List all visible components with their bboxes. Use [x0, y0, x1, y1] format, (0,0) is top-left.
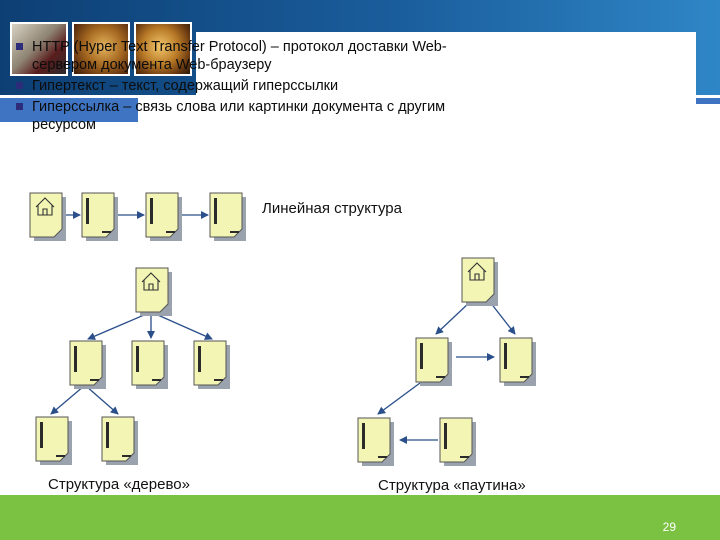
accent-block	[0, 98, 138, 122]
document-footer-line	[378, 456, 387, 458]
bullet-item: Гипертекст – текст, содержащий гиперссыл…	[14, 77, 490, 95]
document-node	[357, 417, 394, 466]
page-number: 29	[662, 520, 676, 534]
document-footer-line	[436, 376, 445, 378]
bullet-item: Гиперссылка – связь слова или картинки д…	[14, 98, 490, 134]
document-icon	[86, 198, 89, 224]
document-icon	[214, 198, 217, 224]
document-icon	[444, 423, 447, 449]
bullet-square-icon	[16, 82, 23, 89]
home-page-node	[135, 267, 172, 316]
document-footer-line	[90, 379, 99, 381]
link-arrow	[489, 301, 516, 335]
header-divider	[0, 95, 200, 98]
web-structure	[357, 257, 536, 466]
document-icon	[198, 346, 201, 372]
linear-structure-caption: Линейная структура	[262, 200, 402, 217]
definitions-box	[196, 32, 696, 170]
document-node	[499, 337, 536, 386]
link-arrow	[85, 385, 119, 415]
document-icon	[136, 346, 139, 372]
web-structure-caption: Структура «паутина»	[378, 477, 526, 494]
document-footer-line	[460, 456, 469, 458]
bullet-square-icon	[16, 43, 23, 50]
globe-photo	[134, 22, 192, 76]
footer-band	[0, 495, 720, 540]
home-icon	[467, 262, 487, 281]
home-page-node	[461, 257, 498, 306]
home-icon	[35, 197, 55, 216]
document-footer-line	[214, 379, 223, 381]
home-icon	[141, 272, 161, 291]
bullet-text: Гиперссылка – связь слова или картинки д…	[32, 99, 446, 133]
link-arrow	[87, 311, 152, 340]
document-icon	[74, 346, 77, 372]
document-node	[81, 192, 118, 241]
document-node	[69, 340, 106, 389]
document-footer-line	[520, 376, 529, 378]
document-node	[35, 416, 72, 465]
document-footer-line	[56, 455, 65, 457]
document-footer-line	[102, 231, 111, 233]
link-arrow	[150, 311, 213, 340]
document-node	[131, 340, 168, 389]
document-node	[415, 337, 452, 386]
document-footer-line	[166, 231, 175, 233]
linear-structure	[29, 192, 246, 241]
accent-strip	[690, 98, 720, 104]
document-icon	[106, 422, 109, 448]
document-node	[101, 416, 138, 465]
document-icon	[420, 343, 423, 369]
document-node	[145, 192, 182, 241]
tree-structure-caption: Структура «дерево»	[48, 476, 190, 493]
document-node	[209, 192, 246, 241]
link-arrow	[435, 301, 471, 335]
computer-mouse-photo	[72, 22, 130, 76]
home-page-node	[29, 192, 66, 241]
document-node	[193, 340, 230, 389]
bullet-item: HTTP (Hyper Text Transfer Protocol) – пр…	[14, 38, 490, 74]
definitions-list: HTTP (Hyper Text Transfer Protocol) – пр…	[14, 38, 490, 137]
document-node	[439, 417, 476, 466]
document-icon	[150, 198, 153, 224]
tree-structure	[35, 267, 230, 465]
document-footer-line	[230, 231, 239, 233]
document-footer-line	[122, 455, 131, 457]
link-arrow	[50, 385, 85, 415]
document-icon	[362, 423, 365, 449]
document-icon	[504, 343, 507, 369]
document-icon	[40, 422, 43, 448]
bullet-text: HTTP (Hyper Text Transfer Protocol) – пр…	[32, 39, 447, 73]
bullet-text: Гипертекст – текст, содержащий гиперссыл…	[32, 78, 339, 94]
document-footer-line	[152, 379, 161, 381]
bullet-square-icon	[16, 103, 23, 110]
link-arrow	[377, 382, 421, 415]
